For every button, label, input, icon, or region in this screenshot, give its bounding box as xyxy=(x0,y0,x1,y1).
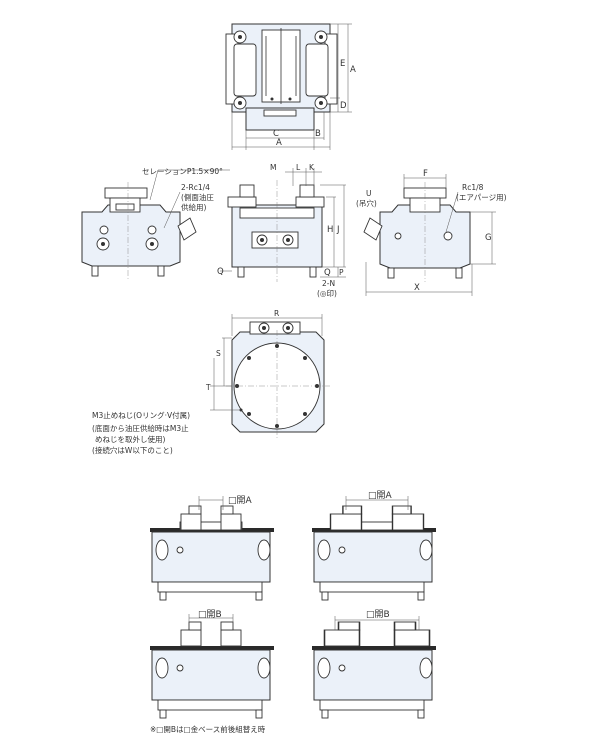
rc14-label: 2-Rc1/4 xyxy=(181,183,210,192)
right-side-view: F Rc1/8 (エアパージ用) G X U (吊穴) xyxy=(356,169,507,296)
dim-label-H: H xyxy=(327,225,333,235)
open-B-label-1: □開B xyxy=(198,609,222,620)
open-A-label-1: □開A xyxy=(228,495,253,506)
dim-label-F: F xyxy=(423,169,428,179)
m3-note-3: めねじを取外し使用) xyxy=(95,434,165,444)
dim-label-T: T xyxy=(205,383,211,392)
rc14-note1: (側面油圧 xyxy=(181,192,214,202)
dim-label-P: P xyxy=(339,268,344,277)
dim-label-C: C xyxy=(273,129,279,139)
m3-note-4: (接続穴はW以下のこと) xyxy=(92,445,173,455)
open-A-label-2: □開A xyxy=(368,490,393,501)
open-A-wide-view: □開A xyxy=(312,490,436,601)
open-B-label-2: □開B xyxy=(366,609,390,620)
open-B-wide-view: □開B xyxy=(312,609,436,719)
open-A-narrow-view: □開A xyxy=(150,495,274,601)
dim-label-Q-left: Q xyxy=(217,267,224,277)
dim-label-L: L xyxy=(296,163,301,172)
m3-note-2: (底面から油圧供給時はM3止 xyxy=(92,423,189,433)
dim-label-M: M xyxy=(270,163,276,172)
dim-label-A-right: A xyxy=(350,65,356,75)
open-B-narrow-view: □開B xyxy=(150,609,274,719)
front-view: M L K H J Q Q P 2-N (◎印) xyxy=(217,163,346,298)
dim-label-E: E xyxy=(340,59,345,69)
dim-label-2N-note: (◎印) xyxy=(317,289,337,298)
dim-label-2N: 2-N xyxy=(322,279,335,288)
dim-label-D: D xyxy=(340,101,347,111)
left-side-view: セレーションP1.5×90° 2-Rc1/4 (側面油圧 供給用) xyxy=(81,167,230,280)
dim-label-U-note: (吊穴) xyxy=(356,198,377,208)
dim-label-U: U xyxy=(366,189,372,198)
dim-label-G: G xyxy=(485,233,492,243)
dim-label-S: S xyxy=(216,349,221,358)
dim-label-K: K xyxy=(309,163,315,172)
dim-label-A-bottom: A xyxy=(276,138,282,148)
dim-label-Q-right: Q xyxy=(324,268,331,278)
dim-label-B: B xyxy=(315,129,321,139)
m3-note-1: M3止めねじ(Oリング·V付属) xyxy=(92,410,190,420)
dim-label-X: X xyxy=(414,283,420,293)
top-view: A E D C B A xyxy=(225,23,356,150)
rc14-note2: 供給用) xyxy=(181,202,206,212)
dim-label-J: J xyxy=(336,225,340,235)
serration-label: セレーションP1.5×90° xyxy=(142,167,223,176)
footnote: ※□開Bは□金ベース前後組替え時 xyxy=(150,724,266,734)
bottom-view: R S T M3止めねじ(Oリング·V付属) (底面から油圧供給時はM3止 めね… xyxy=(92,309,330,455)
dim-label-R: R xyxy=(274,309,279,318)
rc18-label: Rc1/8 xyxy=(462,183,484,192)
rc18-note: (エアパージ用) xyxy=(456,193,507,202)
